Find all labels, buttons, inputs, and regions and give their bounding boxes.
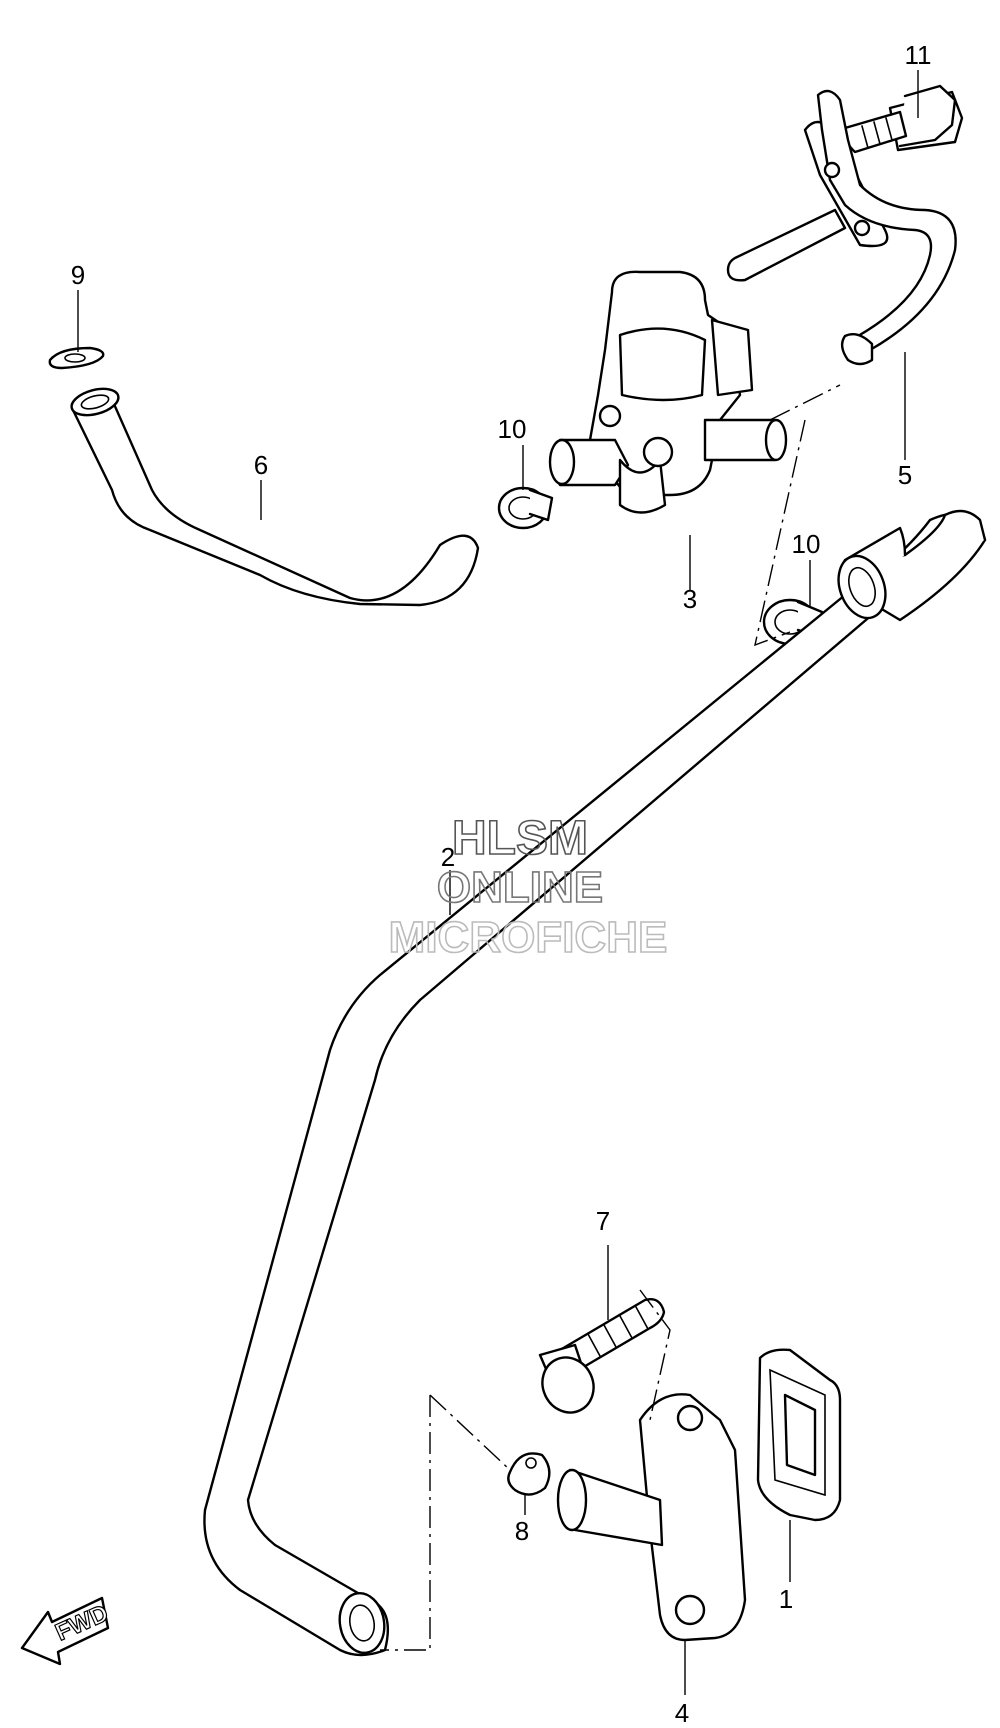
- callout-10-lower: 10: [792, 529, 821, 559]
- callout-6: 6: [254, 450, 268, 480]
- callout-2: 2: [441, 842, 455, 872]
- part-8-oring: [507, 1452, 551, 1496]
- callout-9: 9: [71, 260, 85, 290]
- callout-10-upper: 10: [498, 414, 527, 444]
- callout-7: 7: [596, 1206, 610, 1236]
- leader-lines: [77, 70, 919, 1695]
- watermark-line-2: ONLINE: [437, 863, 603, 912]
- watermark-line-1: HLSM: [452, 812, 588, 865]
- part-2-hose: [203, 509, 987, 1657]
- part-11-bolt: [843, 84, 964, 154]
- callout-4: 4: [675, 1698, 689, 1728]
- part-3-valve: [548, 270, 788, 514]
- callout-1: 1: [779, 1584, 793, 1614]
- watermark-line-3: MICROFICHE: [389, 913, 668, 962]
- part-1-gasket: [756, 1348, 842, 1522]
- watermark: HLSM ONLINE MICROFICHE: [388, 811, 668, 963]
- callout-5: 5: [898, 460, 912, 490]
- alignment-lines: [380, 384, 841, 1651]
- part-5-pipe-bracket: [726, 89, 957, 366]
- callouts: 11 5 3 6 9 10 10 2 7 8 1 4: [71, 40, 932, 1728]
- callout-11: 11: [905, 40, 932, 70]
- callout-8: 8: [515, 1516, 529, 1546]
- callout-3: 3: [683, 584, 697, 614]
- part-4-flange-pipe: [556, 1393, 747, 1642]
- part-10-clamp-upper: [497, 486, 554, 530]
- part-9-washer: [48, 346, 105, 370]
- part-6-hose: [70, 387, 480, 607]
- fwd-arrow-badge: FWD: [20, 1596, 113, 1666]
- part-7-bolt: [538, 1298, 666, 1414]
